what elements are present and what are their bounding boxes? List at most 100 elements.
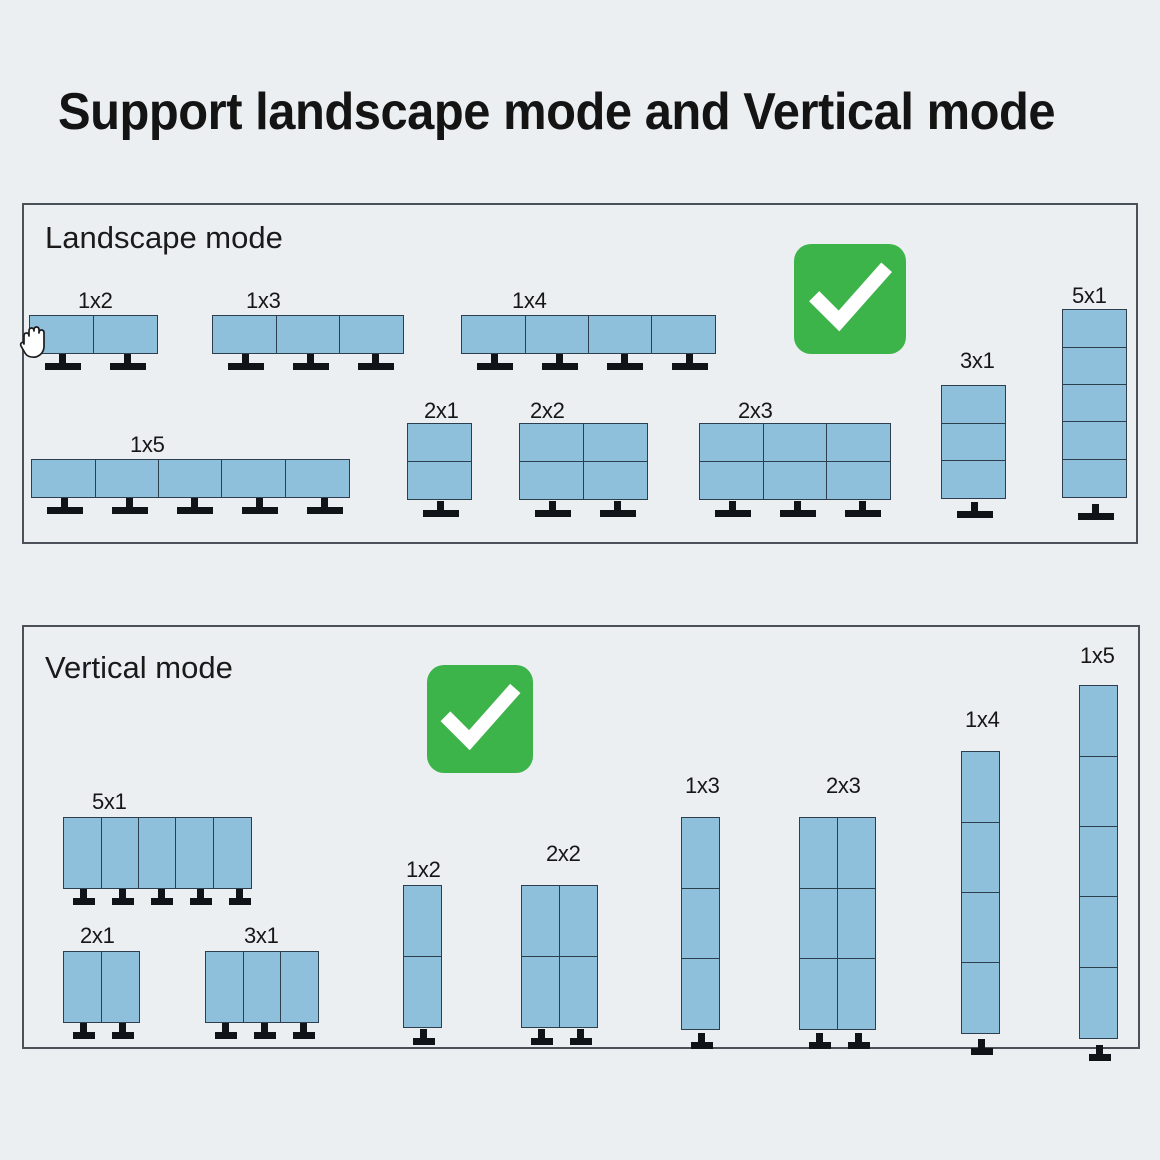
stand-neck — [191, 498, 198, 507]
stand-base — [228, 898, 251, 905]
monitor-screen[interactable] — [961, 751, 1001, 824]
monitor-screen[interactable] — [407, 460, 473, 500]
monitor-screen[interactable] — [138, 817, 178, 890]
monitor-screen[interactable] — [519, 460, 585, 500]
monitor-screen[interactable] — [1079, 966, 1119, 1039]
monitor-screen[interactable] — [836, 887, 876, 960]
monitor-screen[interactable] — [284, 459, 350, 499]
monitor-screen[interactable] — [1062, 421, 1128, 461]
monitor-screen[interactable] — [699, 423, 765, 463]
monitor-wall — [212, 315, 405, 355]
monitor-screen[interactable] — [588, 315, 654, 355]
monitor-row — [699, 460, 892, 500]
monitor-screen[interactable] — [762, 423, 828, 463]
monitor-stand — [292, 498, 357, 514]
monitor-screen[interactable] — [826, 423, 892, 463]
monitor-row — [407, 460, 473, 500]
stand-neck — [119, 1023, 126, 1032]
monitor-screen[interactable] — [961, 821, 1001, 894]
monitor-screen[interactable] — [1062, 384, 1128, 424]
stand-base — [606, 363, 643, 370]
monitor-stands — [213, 354, 408, 370]
monitor-screen[interactable] — [519, 423, 585, 463]
monitor-stands — [404, 1029, 443, 1045]
monitor-screen[interactable] — [826, 460, 892, 500]
monitor-screen[interactable] — [836, 817, 876, 890]
monitor-screen[interactable] — [1079, 755, 1119, 828]
monitor-screen[interactable] — [762, 460, 828, 500]
monitor-screen[interactable] — [63, 817, 103, 890]
monitor-screen[interactable] — [521, 955, 561, 1028]
monitor-screen[interactable] — [799, 887, 839, 960]
monitor-row — [961, 751, 1001, 824]
monitor-screen[interactable] — [212, 315, 278, 355]
monitor-screen[interactable] — [836, 958, 876, 1031]
monitor-screen[interactable] — [100, 951, 140, 1024]
monitor-screen[interactable] — [521, 885, 561, 958]
monitor-screen[interactable] — [1079, 826, 1119, 899]
monitor-wall — [403, 885, 443, 1028]
monitor-screen[interactable] — [681, 887, 721, 960]
monitor-group-label: 2x1 — [80, 923, 115, 948]
monitor-screen[interactable] — [205, 951, 245, 1024]
monitor-screen[interactable] — [941, 422, 1007, 462]
monitor-screen[interactable] — [63, 951, 103, 1024]
monitor-screen[interactable] — [221, 459, 287, 499]
monitor-stands — [700, 501, 895, 517]
monitor-wall — [961, 751, 1001, 1035]
monitor-screen[interactable] — [524, 315, 590, 355]
monitor-row — [681, 887, 721, 960]
monitor-screen[interactable] — [212, 817, 252, 890]
stand-base — [357, 363, 394, 370]
monitor-screen[interactable] — [961, 892, 1001, 965]
monitor-screen[interactable] — [799, 958, 839, 1031]
monitor-screen[interactable] — [31, 459, 97, 499]
monitor-screen[interactable] — [582, 423, 648, 463]
monitor-screen[interactable] — [558, 885, 598, 958]
monitor-row — [1079, 896, 1119, 969]
monitor-screen[interactable] — [1062, 309, 1128, 349]
monitor-screen[interactable] — [1079, 685, 1119, 758]
monitor-screen[interactable] — [100, 817, 140, 890]
monitor-screen[interactable] — [461, 315, 527, 355]
monitor-wall — [63, 817, 252, 890]
monitor-screen[interactable] — [941, 460, 1007, 500]
monitor-row — [63, 951, 140, 1024]
monitor-screen[interactable] — [280, 951, 320, 1024]
monitor-screen[interactable] — [275, 315, 341, 355]
monitor-screen[interactable] — [1062, 346, 1128, 386]
monitor-screen[interactable] — [407, 423, 473, 463]
monitor-screen[interactable] — [403, 955, 443, 1028]
monitor-screen[interactable] — [242, 951, 282, 1024]
monitor-row — [941, 460, 1007, 500]
monitor-stand — [962, 1039, 1001, 1055]
monitor-screen[interactable] — [582, 460, 648, 500]
monitor-screen[interactable] — [158, 459, 224, 499]
monitor-screen[interactable] — [175, 817, 215, 890]
monitor-screen[interactable] — [961, 962, 1001, 1035]
monitor-wall — [519, 423, 648, 500]
monitor-screen[interactable] — [941, 385, 1007, 425]
monitor-screen[interactable] — [799, 817, 839, 890]
stand-base — [956, 511, 993, 518]
monitor-screen[interactable] — [699, 460, 765, 500]
monitor-screen[interactable] — [681, 817, 721, 890]
monitor-screen[interactable] — [681, 958, 721, 1031]
stand-base — [412, 1038, 435, 1045]
monitor-screen[interactable] — [1079, 896, 1119, 969]
monitor-screen[interactable] — [339, 315, 405, 355]
monitor-group-label: 5x1 — [92, 789, 127, 814]
monitor-screen[interactable] — [1062, 458, 1128, 498]
monitor-screen[interactable] — [403, 885, 443, 958]
stand-base — [292, 1032, 315, 1039]
stand-base — [150, 898, 173, 905]
monitor-row — [1062, 384, 1128, 424]
monitor-screen[interactable] — [651, 315, 717, 355]
monitor-screen[interactable] — [92, 315, 158, 355]
monitor-row — [212, 315, 405, 355]
monitor-screen[interactable] — [558, 955, 598, 1028]
stand-neck — [556, 354, 563, 363]
stand-neck — [686, 354, 693, 363]
monitor-screen[interactable] — [94, 459, 160, 499]
stand-base — [476, 363, 513, 370]
